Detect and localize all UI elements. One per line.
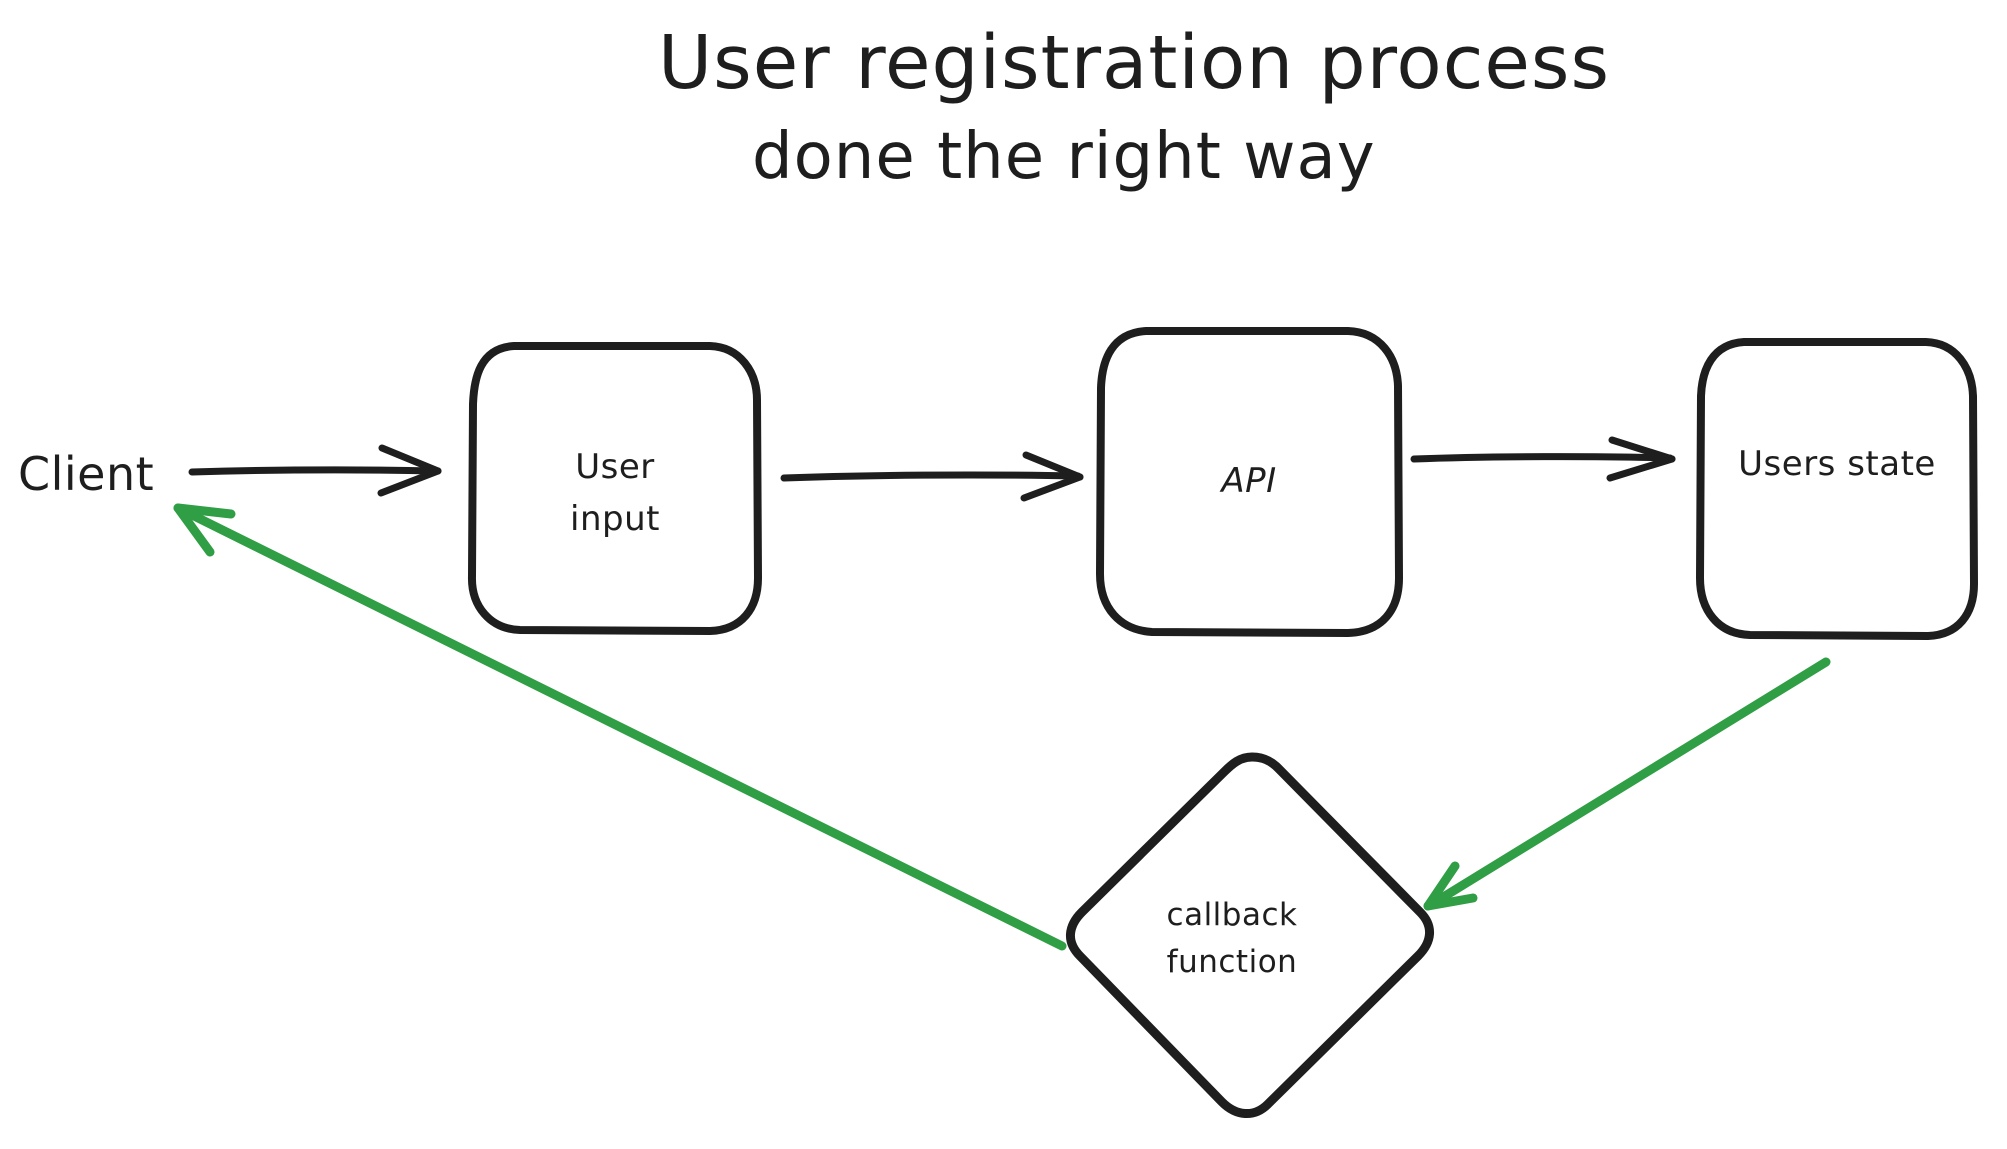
node-client[interactable]: Client [18,447,154,501]
node-api-label: API [1219,461,1276,501]
edge-user-input-to-api[interactable] [780,451,1084,502]
edge-callback-to-client[interactable] [173,503,1067,951]
node-callback-label-line2: function [1167,944,1298,980]
edge-api-to-users-state[interactable] [1410,436,1676,482]
node-client-label: Client [18,447,154,501]
node-user-input-label-line1: User [575,447,655,487]
page-title: User registration process [658,20,1610,106]
node-users-state-label: Users state [1738,444,1936,484]
node-user-input[interactable]: User input [467,342,762,635]
node-user-input-label-line2: input [570,499,660,539]
node-callback-function[interactable]: callback function [1066,752,1434,1118]
page-subtitle: done the right way [752,120,1376,194]
edge-client-to-user-input[interactable] [188,444,442,497]
node-callback-label-line1: callback [1167,897,1298,933]
node-api[interactable]: API [1096,327,1403,637]
node-users-state[interactable]: Users state [1696,338,1978,640]
edge-users-state-to-callback[interactable] [1423,657,1831,911]
